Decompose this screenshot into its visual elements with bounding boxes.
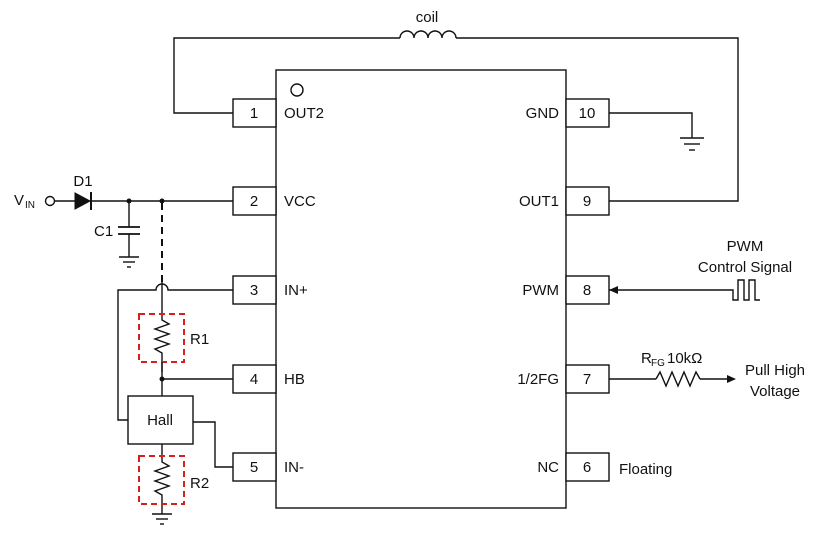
in-minus-wire [193, 421, 233, 468]
pin-10-number: 10 [579, 105, 596, 122]
pin-5: 5 IN- [232, 452, 304, 482]
floating-label: Floating [619, 461, 672, 478]
pin-3: 3 IN+ [232, 275, 308, 305]
pin-9: 9 OUT1 [519, 186, 610, 216]
resistor-r2 [152, 456, 172, 514]
pin-1: 1 OUT2 [232, 98, 324, 128]
pin-9-number: 9 [583, 193, 591, 210]
pin-6: 6 NC [537, 452, 610, 482]
junction-hb [159, 376, 165, 382]
r1-label: R1 [190, 331, 209, 348]
ic-body [275, 69, 567, 509]
pin-3-name: IN+ [284, 282, 308, 299]
junction-vcc [159, 198, 165, 204]
resistor-rfg [655, 370, 701, 388]
pin-9-name: OUT1 [519, 193, 559, 210]
pwm-arrow [609, 286, 618, 294]
pin-7-number: 7 [583, 371, 591, 388]
pin-7-name: 1/2FG [517, 371, 559, 388]
pin-2-number: 2 [250, 193, 258, 210]
rfg-label: R [641, 350, 652, 367]
coil-inductor [399, 30, 457, 39]
pull-high-label-1: Pull High [745, 362, 805, 379]
vin-label: V [14, 192, 24, 209]
pin-6-number: 6 [583, 459, 591, 476]
pin-8-name: PWM [522, 282, 559, 299]
pin-8-number: 8 [583, 282, 591, 299]
d1-label: D1 [73, 173, 92, 190]
capacitor-c1 [118, 201, 140, 268]
pull-high-label-2: Voltage [750, 383, 800, 400]
vin-terminal [44, 195, 56, 207]
coil-loop-wire [173, 30, 739, 202]
rfg-subscript: FG [651, 358, 665, 369]
pin-1-name: OUT2 [284, 105, 324, 122]
pin-3-number: 3 [250, 282, 258, 299]
pwm-signal-label-1: PWM [727, 238, 764, 255]
pin-5-name: IN- [284, 459, 304, 476]
pin-6-name: NC [537, 459, 559, 476]
coil-label: coil [416, 9, 439, 26]
vin-subscript: IN [25, 200, 35, 211]
pin-1-number: 1 [250, 105, 258, 122]
pin-4-name: HB [284, 371, 305, 388]
gnd-ground-symbol [609, 112, 704, 151]
c1-label: C1 [94, 223, 113, 240]
r2-dashed-box [138, 455, 185, 505]
resistor-r1 [152, 314, 172, 372]
pin-2-name: VCC [284, 193, 316, 210]
pin-10-name: GND [526, 105, 560, 122]
hall-label: Hall [147, 412, 173, 429]
r2-ground-symbol [152, 513, 172, 525]
pin-8: 8 PWM [522, 275, 610, 305]
pin-5-number: 5 [250, 459, 258, 476]
pwm-signal-label-2: Control Signal [698, 259, 792, 276]
r2-label: R2 [190, 475, 209, 492]
pin-4: 4 HB [232, 364, 305, 394]
pin-2: 2 VCC [232, 186, 316, 216]
in-plus-wire [117, 283, 233, 421]
hall-sensor [127, 395, 194, 445]
diode-d1 [74, 192, 92, 210]
pwm-waveform [726, 279, 760, 301]
pin1-marker [290, 83, 304, 97]
rfg-value: 10kΩ [667, 350, 702, 367]
pin-4-number: 4 [250, 371, 258, 388]
pull-high-arrow [727, 375, 736, 383]
